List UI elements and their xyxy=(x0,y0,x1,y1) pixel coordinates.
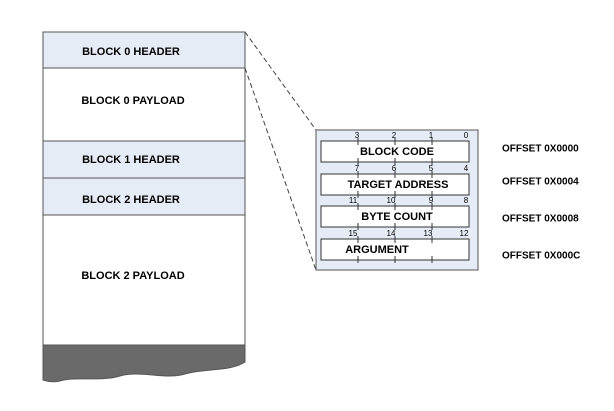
zoom-line-top xyxy=(244,31,317,131)
byte-index: 7 xyxy=(355,164,360,173)
byte-index: 1 xyxy=(429,131,434,140)
block-2-payload-label: BLOCK 2 PAYLOAD xyxy=(81,270,184,282)
offset-label: OFFSET 0X0000 xyxy=(502,144,579,155)
byte-index: 15 xyxy=(349,229,358,238)
byte-index: 0 xyxy=(464,131,469,140)
block-2-header xyxy=(42,177,246,216)
offset-label: OFFSET 0X0004 xyxy=(502,177,579,188)
byte-index: 6 xyxy=(392,164,397,173)
zoom-line-bottom xyxy=(244,67,317,271)
block-0-payload-label: BLOCK 0 PAYLOAD xyxy=(81,95,184,107)
field-label: ARGUMENT xyxy=(345,244,409,256)
block-0-header-label: BLOCK 0 HEADER xyxy=(82,46,180,58)
block-2-header-label: BLOCK 2 HEADER xyxy=(82,194,180,206)
block-0-payload xyxy=(42,67,246,142)
field-target-address: 7 6 5 4 TARGET ADDRESS xyxy=(320,164,470,198)
byte-index: 12 xyxy=(460,229,469,238)
block-2-payload xyxy=(42,214,246,346)
block-stack: BLOCK 0 HEADER BLOCK 0 PAYLOAD BLOCK 1 H… xyxy=(42,31,246,383)
field-label: TARGET ADDRESS xyxy=(348,179,449,191)
byte-index: 13 xyxy=(424,229,433,238)
block-1-header-label: BLOCK 1 HEADER xyxy=(82,154,180,166)
byte-index: 3 xyxy=(355,131,360,140)
field-argument: 15 14 13 12 ARGUMENT xyxy=(320,229,470,263)
offset-labels: OFFSET 0X0000 OFFSET 0X0004 OFFSET 0X000… xyxy=(502,144,580,262)
offset-label: OFFSET 0X0008 xyxy=(502,214,579,225)
field-block-code: 3 2 1 0 BLOCK CODE xyxy=(320,131,470,165)
byte-index: 11 xyxy=(349,196,358,205)
byte-index: 5 xyxy=(429,164,434,173)
field-label: BLOCK CODE xyxy=(360,146,434,158)
torn-edge xyxy=(42,344,246,383)
byte-index: 4 xyxy=(464,164,469,173)
block-1-header xyxy=(42,140,246,179)
byte-index: 10 xyxy=(387,196,396,205)
block-0-header xyxy=(42,31,246,69)
byte-index: 2 xyxy=(392,131,397,140)
byte-index: 9 xyxy=(429,196,434,205)
offset-label: OFFSET 0X000C xyxy=(502,251,580,262)
header-detail-panel: 3 2 1 0 BLOCK CODE 7 6 5 4 TARGET ADDRES… xyxy=(315,129,479,271)
byte-index: 8 xyxy=(464,196,469,205)
field-label: BYTE COUNT xyxy=(361,211,433,223)
byte-index: 14 xyxy=(387,229,396,238)
field-byte-count: 11 10 9 8 BYTE COUNT xyxy=(320,196,470,230)
